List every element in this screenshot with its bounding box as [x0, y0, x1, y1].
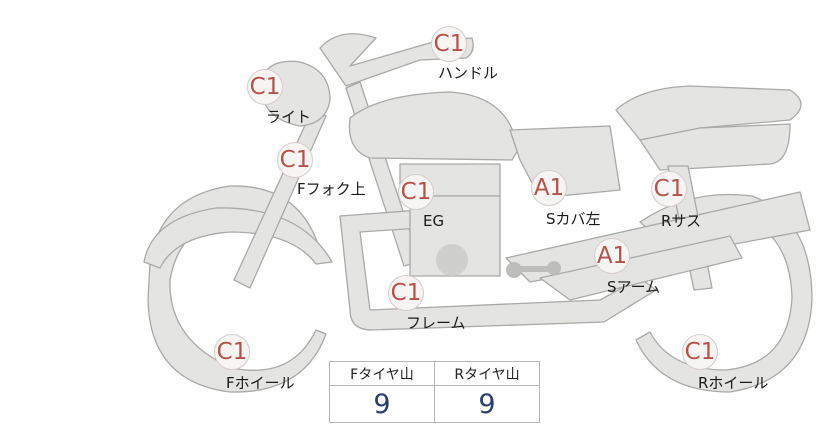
ffork-grade-marker[interactable]: C1 — [277, 142, 313, 178]
rwheel-grade-marker[interactable]: C1 — [682, 334, 718, 370]
tire-table-value-row: 9 9 — [329, 385, 540, 423]
sarm-grade-marker[interactable]: A1 — [594, 238, 630, 274]
tire-tread-table: Fタイヤ山 Rタイヤ山 9 9 — [329, 361, 540, 423]
eg-grade-marker[interactable]: C1 — [398, 174, 434, 210]
scover-label: Sカバ左 — [546, 210, 601, 228]
light-grade-marker[interactable]: C1 — [247, 69, 283, 105]
light-label: ライト — [266, 108, 312, 126]
ffork-label: Fフォク上 — [297, 180, 366, 198]
scover-grade-marker[interactable]: A1 — [531, 170, 567, 206]
fwheel-grade-marker[interactable]: C1 — [214, 334, 250, 370]
rear-tire-value: 9 — [434, 385, 540, 423]
front-tire-value: 9 — [329, 385, 435, 423]
frame-grade-marker[interactable]: C1 — [388, 275, 424, 311]
rsus-grade-marker[interactable]: C1 — [651, 171, 687, 207]
front-wheel-shape — [147, 185, 327, 393]
seat-shape — [615, 85, 802, 141]
front-fender-shape — [143, 207, 333, 269]
rear-tire-header: Rタイヤ山 — [434, 361, 540, 386]
tire-table-header-row: Fタイヤ山 Rタイヤ山 — [329, 361, 540, 386]
fwheel-label: Fホイール — [226, 374, 295, 392]
tank-shape — [348, 91, 519, 161]
pivot-right-shape — [547, 261, 561, 275]
rwheel-label: Rホイール — [698, 374, 769, 392]
eg-label: EG — [423, 212, 445, 230]
front-tire-header: Fタイヤ山 — [329, 361, 435, 386]
engine-block-shape — [409, 195, 501, 277]
engine-cover-shape — [436, 244, 468, 276]
handle-grade-marker[interactable]: C1 — [431, 26, 467, 62]
rear-fender-shape — [639, 123, 791, 171]
handle-label: ハンドル — [438, 64, 499, 82]
swing-arm-shape — [505, 191, 811, 283]
frame-lower-shape — [339, 209, 657, 331]
muffler-shape — [539, 235, 743, 301]
frame-label: フレーム — [406, 314, 466, 332]
pivot-left-shape — [506, 262, 522, 278]
sarm-label: Sアーム — [607, 278, 661, 296]
rsus-label: Rサス — [661, 212, 702, 230]
